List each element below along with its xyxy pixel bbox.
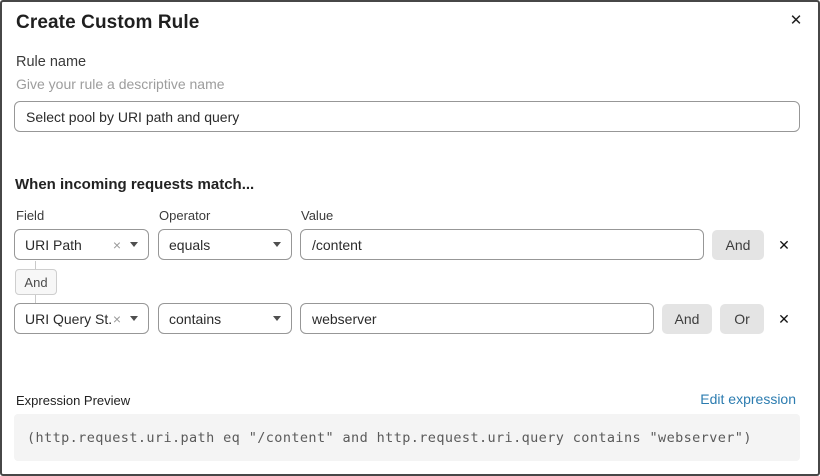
clear-field-icon[interactable]: × <box>112 310 121 327</box>
remove-icon: ✕ <box>778 236 790 253</box>
edit-expression-link[interactable]: Edit expression <box>700 391 796 407</box>
value-input-row1[interactable] <box>300 229 704 260</box>
remove-row1-button[interactable]: ✕ <box>774 230 794 260</box>
expression-preview-label: Expression Preview <box>16 393 131 408</box>
dialog-title: Create Custom Rule <box>16 12 200 33</box>
rule-name-input[interactable] <box>14 101 800 132</box>
value-column-label: Value <box>301 208 334 223</box>
expression-code-block: (http.request.uri.path eq "/content" and… <box>14 414 800 461</box>
field-select-row2-value: URI Query St... <box>25 310 113 327</box>
remove-row2-button[interactable]: ✕ <box>774 304 794 334</box>
rule-name-helper: Give your rule a descriptive name <box>16 76 225 92</box>
or-button-row2[interactable]: Or <box>720 304 764 334</box>
chevron-down-icon <box>273 316 281 321</box>
chevron-down-icon <box>130 242 138 247</box>
operator-select-row2-value: contains <box>169 310 222 327</box>
operator-column-label: Operator <box>159 208 211 223</box>
chevron-down-icon <box>273 242 281 247</box>
value-input-row2[interactable] <box>300 303 654 334</box>
field-select-row1[interactable]: URI Path × <box>14 229 149 260</box>
operator-select-row2[interactable]: contains <box>158 303 292 334</box>
connector-line-bottom <box>35 295 36 303</box>
close-button[interactable]: ✕ <box>784 8 808 32</box>
field-select-row1-value: URI Path <box>25 236 82 253</box>
match-section-heading: When incoming requests match... <box>15 176 255 193</box>
close-icon: ✕ <box>789 12 803 29</box>
connector-line-top <box>35 261 36 269</box>
expression-code: (http.request.uri.path eq "/content" and… <box>27 429 752 446</box>
operator-select-row1-value: equals <box>169 236 211 253</box>
rule-name-label: Rule name <box>16 54 87 70</box>
clear-field-icon[interactable]: × <box>112 236 121 253</box>
connector-and-chip[interactable]: And <box>15 269 57 295</box>
and-button-row2[interactable]: And <box>662 304 712 334</box>
and-button-row1[interactable]: And <box>712 230 764 260</box>
chevron-down-icon <box>130 316 138 321</box>
field-column-label: Field <box>16 208 45 223</box>
remove-icon: ✕ <box>778 310 790 327</box>
field-select-row2[interactable]: URI Query St... × <box>14 303 149 334</box>
operator-select-row1[interactable]: equals <box>158 229 292 260</box>
